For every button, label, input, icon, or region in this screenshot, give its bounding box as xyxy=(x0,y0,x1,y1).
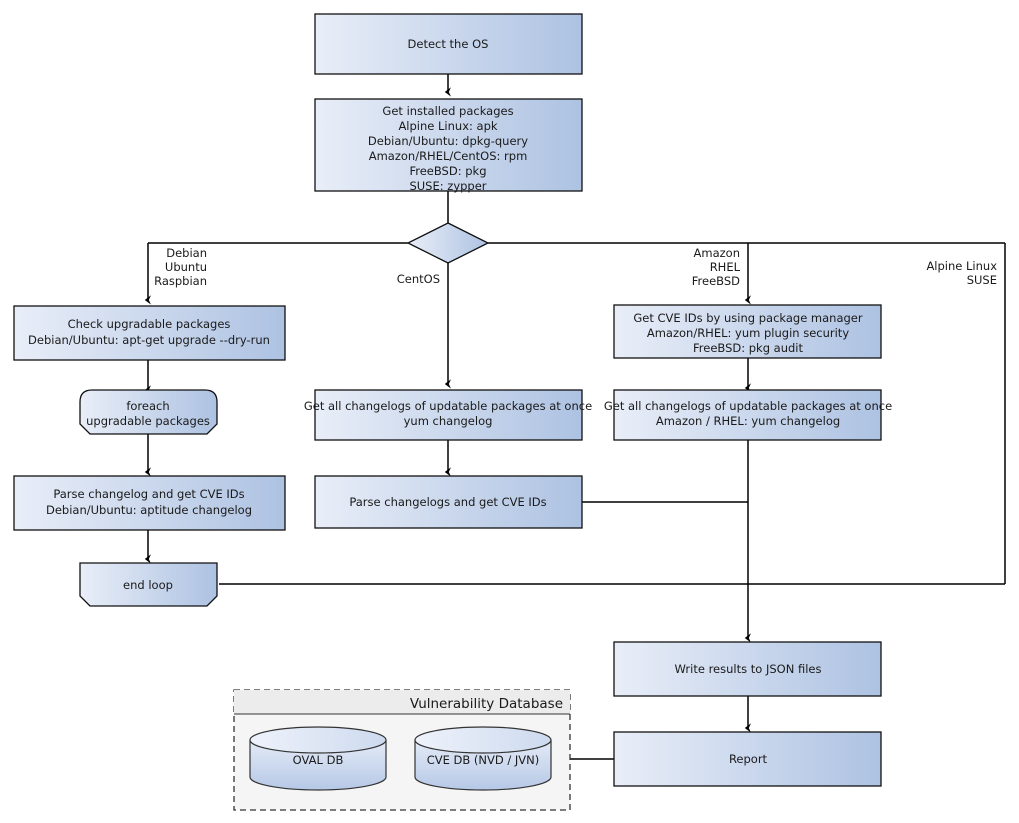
node-get-installed-line-2: Debian/Ubuntu: dpkg-query xyxy=(368,134,528,148)
node-report-label: Report xyxy=(729,752,768,766)
node-parse-changelogs-centos[interactable]: Parse changelogs and get CVE IDs xyxy=(314,475,583,529)
node-parse-changelogs-centos-label: Parse changelogs and get CVE IDs xyxy=(349,495,546,509)
node-foreach-loop[interactable]: foreach upgradable packages xyxy=(79,389,218,435)
node-cve-ids-package-manager[interactable]: Get CVE IDs by using package manager Ama… xyxy=(613,304,882,359)
node-parse-changelog-debian-line-1: Debian/Ubuntu: aptitude changelog xyxy=(46,503,252,517)
node-changelogs-amazon-line-0: Get all changelogs of updatable packages… xyxy=(604,399,892,413)
node-parse-changelog-debian[interactable]: Parse changelog and get CVE IDs Debian/U… xyxy=(13,475,286,531)
branch-label-debian-2: Raspbian xyxy=(154,274,207,288)
node-changelogs-amazon[interactable]: Get all changelogs of updatable packages… xyxy=(604,389,892,441)
db-cylinder-oval-label: OVAL DB xyxy=(293,753,344,767)
node-end-loop-label: end loop xyxy=(123,578,173,592)
branch-label-amazon-1: RHEL xyxy=(710,260,741,274)
node-foreach-line-0: foreach xyxy=(126,399,169,413)
branch-label-debian: Debian Ubuntu Raspbian xyxy=(154,246,207,288)
branch-label-alpine-1: SUSE xyxy=(967,273,997,287)
node-get-installed-line-4: FreeBSD: pkg xyxy=(409,164,486,178)
node-get-installed-line-1: Alpine Linux: apk xyxy=(398,119,497,133)
node-cve-ids-line-2: FreeBSD: pkg audit xyxy=(693,341,804,355)
node-write-json[interactable]: Write results to JSON files xyxy=(613,641,882,697)
node-check-upgradable[interactable]: Check upgradable packages Debian/Ubuntu:… xyxy=(13,305,286,361)
node-get-installed-line-0: Get installed packages xyxy=(382,104,513,118)
node-detect-os-label: Detect the OS xyxy=(408,37,489,51)
db-cylinder-cve[interactable]: CVE DB (NVD / JVN) xyxy=(414,726,552,791)
branch-label-amazon: Amazon RHEL FreeBSD xyxy=(692,246,741,288)
node-report[interactable]: Report xyxy=(613,731,882,787)
node-detect-os[interactable]: Detect the OS xyxy=(314,13,583,75)
node-parse-changelog-debian-line-0: Parse changelog and get CVE IDs xyxy=(53,487,244,501)
branch-label-debian-0: Debian xyxy=(166,246,207,260)
node-changelogs-amazon-line-1: Amazon / RHEL: yum changelog xyxy=(656,414,840,428)
branch-label-centos-0: CentOS xyxy=(397,272,440,286)
db-cylinder-cve-label: CVE DB (NVD / JVN) xyxy=(427,753,540,767)
branch-label-amazon-2: FreeBSD xyxy=(692,274,740,288)
branch-label-alpine-0: Alpine Linux xyxy=(926,259,997,273)
node-get-installed-line-5: SUSE: zypper xyxy=(409,179,486,193)
branch-label-debian-1: Ubuntu xyxy=(165,260,207,274)
node-cve-ids-line-1: Amazon/RHEL: yum plugin security xyxy=(647,326,849,340)
group-title-label: Vulnerability Database xyxy=(410,696,563,712)
node-get-installed-line-3: Amazon/RHEL/CentOS: rpm xyxy=(369,149,528,163)
node-changelogs-centos[interactable]: Get all changelogs of updatable packages… xyxy=(304,389,592,441)
branch-label-centos: CentOS xyxy=(397,272,440,286)
db-cylinder-oval[interactable]: OVAL DB xyxy=(249,726,387,791)
node-cve-ids-line-0: Get CVE IDs by using package manager xyxy=(633,311,863,325)
node-changelogs-centos-line-1: yum changelog xyxy=(404,414,493,428)
node-check-upgradable-line-1: Debian/Ubuntu: apt-get upgrade --dry-run xyxy=(28,333,270,347)
branch-label-alpine: Alpine Linux SUSE xyxy=(926,259,997,287)
node-os-decision[interactable] xyxy=(406,222,490,264)
node-get-installed-packages[interactable]: Get installed packages Alpine Linux: apk… xyxy=(314,98,583,193)
connectors xyxy=(144,74,1006,760)
branch-label-amazon-0: Amazon xyxy=(694,246,740,260)
node-foreach-line-1: upgradable packages xyxy=(86,414,210,428)
node-changelogs-centos-line-0: Get all changelogs of updatable packages… xyxy=(304,399,592,413)
group-header-band xyxy=(234,690,570,714)
node-check-upgradable-line-0: Check upgradable packages xyxy=(68,317,231,331)
node-end-loop[interactable]: end loop xyxy=(79,562,218,607)
node-write-json-label: Write results to JSON files xyxy=(675,662,822,676)
group-vulnerability-database: Vulnerability Database OVAL DB CVE DB (N… xyxy=(233,689,571,811)
